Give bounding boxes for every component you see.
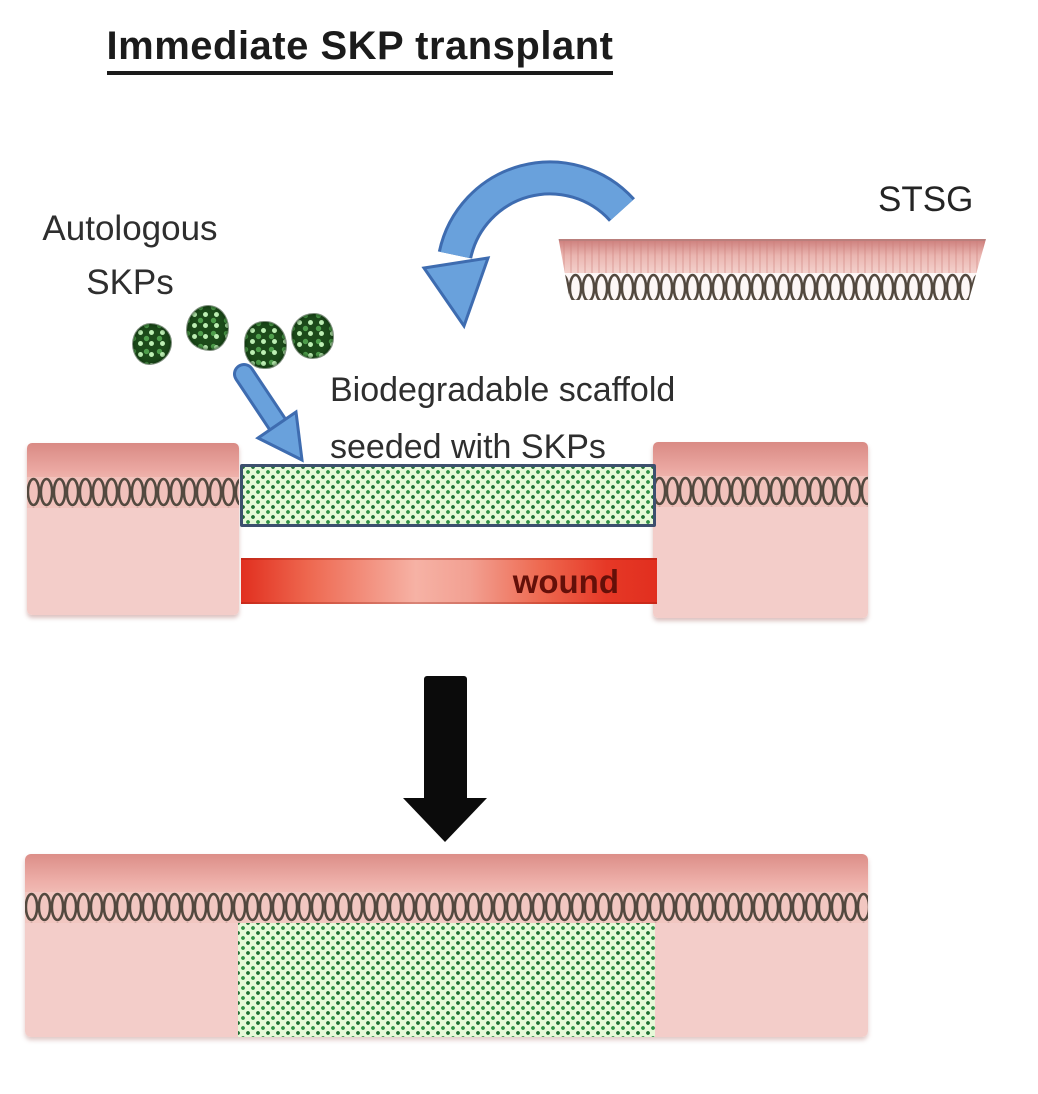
- autologous-skps-label-line2: SKPs: [86, 263, 174, 302]
- integrated-scaffold-region: [238, 923, 655, 1037]
- stsg-graft-strip: [558, 239, 986, 300]
- healed-skin-assembly: [25, 854, 868, 1037]
- biodegradable-scaffold-strip: [240, 464, 656, 527]
- diagram-title: Immediate SKP transplant: [105, 24, 615, 75]
- skp-spheroid-icon: [292, 314, 333, 358]
- wound-bed-strip: wound: [241, 558, 657, 604]
- healed-skin-left: [25, 923, 238, 1037]
- diagram-title-text: Immediate SKP transplant: [106, 24, 614, 75]
- stsg-epidermis-layer: [558, 239, 986, 273]
- dermis-body: [27, 508, 239, 615]
- curved-transfer-arrow-icon: [421, 160, 635, 330]
- stsg-label: STSG: [878, 180, 974, 219]
- autologous-skps-label-line1: Autologous: [42, 209, 218, 248]
- skp-spheroid-icon: [245, 322, 286, 368]
- autologous-skps-label: Autologous SKPs: [20, 202, 240, 310]
- dermis-coil-texture-continuous: [25, 892, 868, 923]
- process-down-arrow-icon: [403, 676, 487, 842]
- scaffold-caption-line2: seeded with SKPs: [330, 428, 606, 466]
- epidermis-band: [653, 442, 868, 476]
- skp-spheroid-icon: [133, 324, 171, 364]
- skp-spheroid-icon: [187, 306, 228, 350]
- wound-label: wound: [512, 562, 619, 600]
- healed-skin-right: [655, 923, 868, 1037]
- dermis-coil-texture: [653, 476, 868, 507]
- epidermis-band: [27, 443, 239, 477]
- skin-block-left: [27, 443, 239, 615]
- scaffold-caption: Biodegradable scaffold seeded with SKPs: [330, 362, 675, 476]
- stsg-dermis-coil-texture: [558, 273, 986, 300]
- epidermis-band-continuous: [25, 854, 868, 892]
- scaffold-caption-line1: Biodegradable scaffold: [330, 371, 676, 409]
- dermis-coil-texture: [27, 477, 239, 508]
- dermis-body: [653, 507, 868, 618]
- seeding-arrow-icon: [233, 363, 304, 463]
- skin-block-right: [653, 442, 868, 618]
